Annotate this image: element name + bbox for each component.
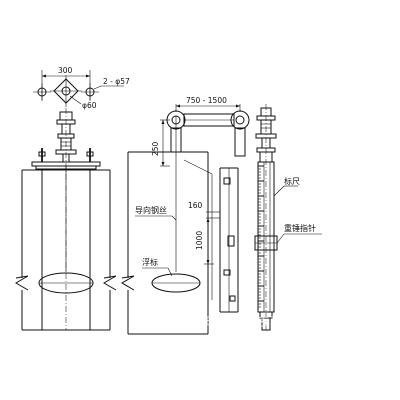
scale-column [254,104,278,332]
dim-mid-offset: 160 [188,201,203,210]
top-flange-plan: 300 2 - φ57 φ60 [33,66,130,110]
left-tank [15,166,117,331]
watermark-text: 武汉瑞恩龙仪表科技有限公司 [179,315,348,329]
label-pointer: 重锤指针 [284,223,316,233]
label-ruler-group: 标尺 [273,176,300,197]
label-float: 浮标 [142,257,158,267]
label-ruler: 标尺 [284,176,300,186]
dim-flange-spacing: 300 [58,66,73,75]
dim-holes: 2 - φ57 [103,77,130,86]
label-guide-wire-group: 导向钢丝 [135,205,177,221]
dim-arm-span: 750 - 1500 [186,96,227,105]
dim-pipe-diameter: φ60 [82,101,97,110]
right-top-arm: 750 - 1500 250 [151,96,250,167]
pointer-tube: 160 1000 [183,159,239,313]
label-float-group: 浮标 [142,257,173,277]
dim-height: 1000 [195,231,204,250]
label-pointer-group: 重锤指针 [276,223,322,244]
label-guide-wire: 导向钢丝 [135,205,167,215]
dim-top-offset: 250 [151,141,160,156]
scale-ticks [258,165,264,308]
